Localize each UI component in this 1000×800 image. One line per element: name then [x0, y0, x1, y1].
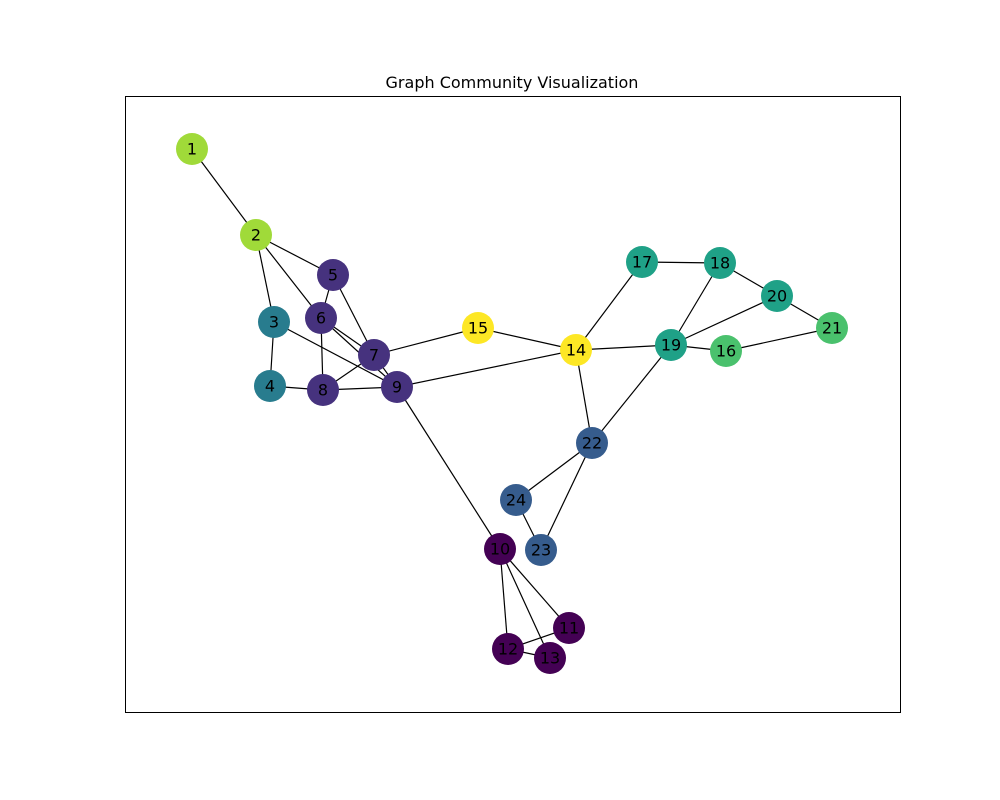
node-circle-18	[704, 247, 736, 279]
node-circle-14	[560, 334, 592, 366]
node-15: 15	[462, 312, 494, 344]
node-label-3: 3	[269, 313, 279, 332]
edge-10-13	[499, 548, 551, 659]
node-label-11: 11	[559, 619, 579, 638]
node-circle-5	[317, 259, 349, 291]
node-label-18: 18	[710, 254, 730, 273]
node-10: 10	[484, 533, 516, 565]
node-circle-22	[576, 427, 608, 459]
edge-9-10	[396, 386, 501, 550]
node-circle-2	[240, 219, 272, 251]
node-label-1: 1	[187, 140, 197, 159]
node-circle-17	[626, 246, 658, 278]
node-label-6: 6	[316, 309, 326, 328]
node-circle-8	[307, 374, 339, 406]
node-2: 2	[240, 219, 272, 251]
node-label-5: 5	[328, 266, 338, 285]
edge-10-12	[499, 548, 509, 650]
edges-layer	[191, 148, 833, 659]
node-circle-7	[358, 339, 390, 371]
node-label-23: 23	[531, 541, 551, 560]
node-16: 16	[710, 335, 742, 367]
node-label-15: 15	[468, 319, 488, 338]
axes-frame	[125, 96, 901, 713]
edge-14-17	[575, 261, 643, 351]
chart-title: Graph Community Visualization	[386, 73, 639, 92]
node-3: 3	[258, 306, 290, 338]
node-label-22: 22	[582, 434, 602, 453]
node-20: 20	[761, 280, 793, 312]
node-circle-11	[553, 612, 585, 644]
edge-22-23	[540, 442, 593, 551]
node-circle-24	[500, 484, 532, 516]
node-11: 11	[553, 612, 585, 644]
edge-19-20	[670, 295, 778, 346]
node-13: 13	[534, 642, 566, 674]
node-1: 1	[176, 133, 208, 165]
node-label-16: 16	[716, 342, 736, 361]
node-circle-21	[816, 312, 848, 344]
node-circle-12	[492, 633, 524, 665]
node-label-2: 2	[251, 226, 261, 245]
node-4: 4	[254, 370, 286, 402]
edge-1-2	[191, 148, 257, 236]
edge-19-22	[591, 344, 672, 444]
node-circle-3	[258, 306, 290, 338]
edge-3-9	[273, 321, 398, 388]
edge-10-11	[499, 548, 570, 629]
edge-9-14	[396, 349, 577, 388]
node-circle-9	[381, 371, 413, 403]
node-circle-19	[655, 329, 687, 361]
edge-14-15	[477, 327, 577, 351]
node-circle-20	[761, 280, 793, 312]
node-circle-1	[176, 133, 208, 165]
node-circle-4	[254, 370, 286, 402]
node-label-20: 20	[767, 287, 787, 306]
node-label-4: 4	[265, 377, 275, 396]
node-circle-10	[484, 533, 516, 565]
node-circle-23	[525, 534, 557, 566]
node-12: 12	[492, 633, 524, 665]
node-9: 9	[381, 371, 413, 403]
node-5: 5	[317, 259, 349, 291]
node-label-21: 21	[822, 319, 842, 338]
node-label-12: 12	[498, 640, 518, 659]
node-circle-13	[534, 642, 566, 674]
edge-16-21	[725, 327, 833, 352]
node-label-9: 9	[392, 378, 402, 397]
node-label-7: 7	[369, 346, 379, 365]
node-23: 23	[525, 534, 557, 566]
node-6: 6	[305, 302, 337, 334]
node-14: 14	[560, 334, 592, 366]
node-label-8: 8	[318, 381, 328, 400]
edge-2-6	[255, 234, 322, 319]
node-label-19: 19	[661, 336, 681, 355]
node-circle-16	[710, 335, 742, 367]
node-label-24: 24	[506, 491, 526, 510]
node-label-10: 10	[490, 540, 510, 559]
node-17: 17	[626, 246, 658, 278]
node-label-14: 14	[566, 341, 586, 360]
node-label-17: 17	[632, 253, 652, 272]
node-label-13: 13	[540, 649, 560, 668]
node-21: 21	[816, 312, 848, 344]
node-18: 18	[704, 247, 736, 279]
node-24: 24	[500, 484, 532, 516]
node-circle-15	[462, 312, 494, 344]
edge-7-15	[373, 327, 479, 356]
node-22: 22	[576, 427, 608, 459]
node-circle-6	[305, 302, 337, 334]
node-8: 8	[307, 374, 339, 406]
node-19: 19	[655, 329, 687, 361]
node-7: 7	[358, 339, 390, 371]
